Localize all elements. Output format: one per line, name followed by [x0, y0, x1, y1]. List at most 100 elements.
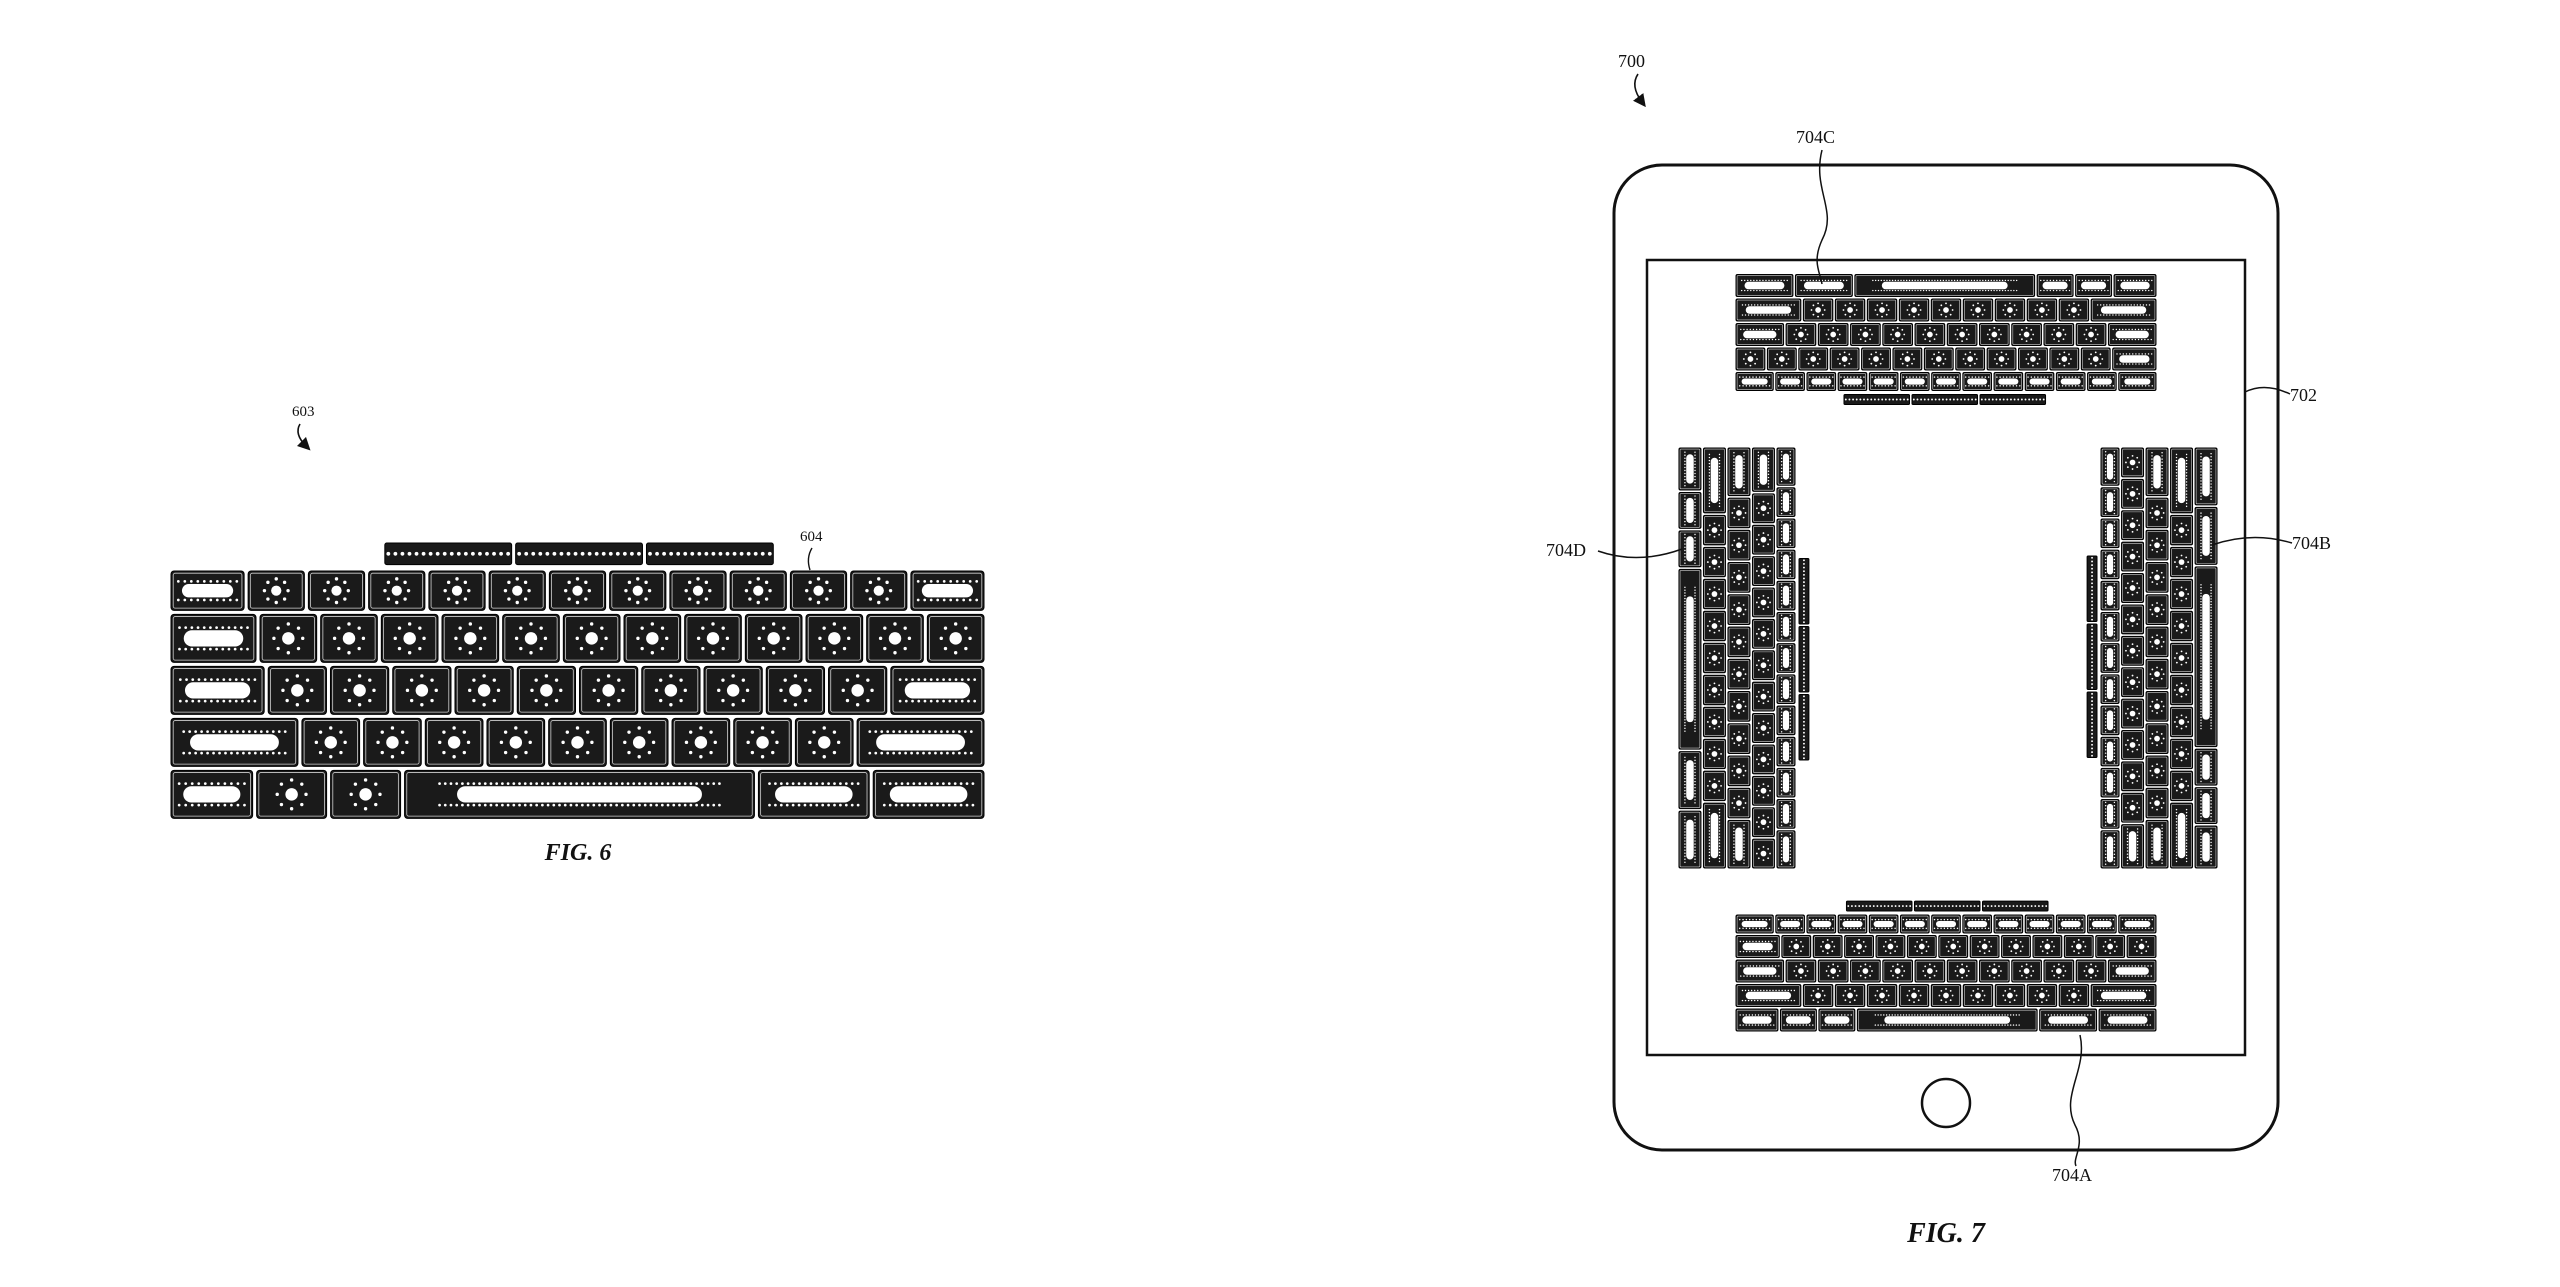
keyboard-top-key [2113, 273, 2157, 297]
keyboard-left-key [1727, 594, 1751, 626]
keyboard-right-key [2121, 698, 2145, 729]
fig6-group: 603 604 FIG. 6 [170, 404, 985, 866]
keyboard-left-key [1751, 775, 1775, 806]
keyboard-left-key [1751, 807, 1775, 838]
fig6-keyboard-key [609, 717, 669, 767]
keyboard-bottom-key [1868, 914, 1899, 934]
fig6-keyboard-key [368, 570, 426, 611]
keyboard-left-key [1702, 578, 1726, 610]
keyboard-top-key [2018, 347, 2048, 371]
fig6-keyboard-touch-bar-segment [645, 542, 774, 566]
fig6-keyboard-key [671, 717, 731, 767]
keyboard-left-key [1727, 497, 1751, 529]
fig6-keyboard-key [301, 717, 361, 767]
keyboard-bottom-key [2024, 914, 2055, 934]
keyboard-right-key [2121, 824, 2145, 869]
keyboard-right-key [2121, 792, 2145, 823]
keyboard-right-touch-bar-segment [2086, 623, 2098, 691]
keyboard-bottom-key [2055, 914, 2086, 934]
keyboard-right-key [2170, 447, 2194, 514]
keyboard-bottom-key [2039, 1008, 2098, 1032]
keyboard-left-key [1678, 491, 1702, 529]
fig7-right-keyboard-ref-label: 704B [2292, 533, 2331, 553]
fig7-group: 700 704C 702 704B 704D 704A FIG. 7 [1546, 51, 2331, 1249]
fig7-top-keyboard-leader [1816, 149, 1829, 285]
fig6-keyboard-key [850, 570, 908, 611]
keyboard-bottom-key [1914, 959, 1946, 983]
keyboard-left-key [1727, 723, 1751, 754]
keyboard-top-key [1785, 322, 1817, 346]
keyboard-bottom-key [1735, 914, 1774, 934]
keyboard-right-key [2194, 447, 2218, 506]
keyboard-bottom-key [1856, 1008, 2038, 1032]
keyboard-bottom-key [1834, 984, 1866, 1008]
keyboard-right-key [2100, 447, 2120, 486]
keyboard-bottom-key [1837, 914, 1868, 934]
keyboard-bottom-key [1969, 935, 2000, 959]
fig6-touch-bar-leader [807, 547, 813, 571]
fig6-keyboard-key [170, 769, 254, 819]
fig6-keyboard-key [579, 665, 639, 715]
keyboard-bottom-touch-bar-segment [1913, 900, 1981, 912]
keyboard-top-key [1829, 347, 1860, 371]
keyboard-right-key [2145, 787, 2169, 819]
keyboard-bottom-key [2043, 959, 2075, 983]
keyboard-left-key [1678, 530, 1702, 568]
keyboard-bottom-key [1735, 984, 1802, 1008]
keyboard-right-key [2100, 736, 2120, 767]
keyboard-top-key [2112, 347, 2157, 371]
keyboard-right-key [2145, 497, 2169, 529]
fig6-keyboard-key [669, 570, 727, 611]
keyboard-left-key [1776, 487, 1796, 517]
keyboard-top-key [2036, 273, 2074, 297]
keyboard-top-key [1834, 298, 1866, 322]
fig6-keyboard-ref-arrow [296, 423, 311, 451]
keyboard-bottom-key [1978, 959, 2010, 983]
keyboard-right-key [2100, 705, 2120, 736]
fig7-bottom-keyboard-ref-label: 704A [2052, 1165, 2092, 1185]
keyboard-top-key [1735, 347, 1766, 371]
keyboard-top-key [1978, 322, 2010, 346]
keyboard-right-key [2170, 546, 2194, 578]
keyboard-top-key [1866, 298, 1898, 322]
fig6-keyboard-key [424, 717, 484, 767]
fig7-top-keyboard-ref-label: 704C [1796, 127, 1835, 147]
keyboard-top-key [1735, 298, 1802, 322]
fig6-keyboard-key [872, 769, 985, 819]
keyboard-top [1735, 273, 2157, 405]
keyboard-right-704b [2086, 447, 2218, 869]
fig6-keyboard-key [890, 665, 985, 715]
keyboard-right-key [2170, 674, 2194, 706]
keyboard-bottom-key [1850, 959, 1881, 983]
keyboard-left-704d [1678, 447, 1810, 869]
keyboard-bottom-key [1946, 959, 1978, 983]
keyboard-right-key [2121, 635, 2145, 666]
keyboard-right-key [2100, 518, 2120, 549]
keyboard-top-key [2080, 347, 2111, 371]
fig7-keyboards [1678, 273, 2218, 1032]
keyboard-left-key [1776, 674, 1796, 705]
fig6-caption: FIG. 6 [544, 840, 612, 866]
keyboard-right-key [2145, 594, 2169, 626]
fig7-device-ref-arrow [1633, 73, 1646, 108]
keyboard-top-key [1962, 298, 1994, 322]
keyboard-right-key [2194, 506, 2218, 565]
keyboard-top-key [1868, 371, 1899, 392]
home-button [1920, 1077, 1972, 1129]
keyboard-left-key [1751, 587, 1775, 618]
keyboard-left-key [1751, 447, 1775, 492]
fig6-keyboard-key [307, 570, 366, 611]
keyboard-right-key [2170, 802, 2194, 869]
fig6-keyboard-key [623, 613, 682, 663]
keyboard-right-key [2145, 690, 2169, 722]
keyboard-bottom-key [2098, 1008, 2157, 1032]
keyboard-right-key [2170, 578, 2194, 610]
keyboard-left-key [1727, 690, 1751, 722]
fig7-left-keyboard-leader [1597, 548, 1683, 559]
keyboard-left-key [1776, 736, 1796, 767]
fig6-keyboard-key [866, 613, 924, 663]
keyboard-bottom-key [1735, 1008, 1779, 1032]
keyboard-left-touch-bar-segment [1798, 694, 1810, 761]
keyboard-bottom-key [1962, 914, 1993, 934]
